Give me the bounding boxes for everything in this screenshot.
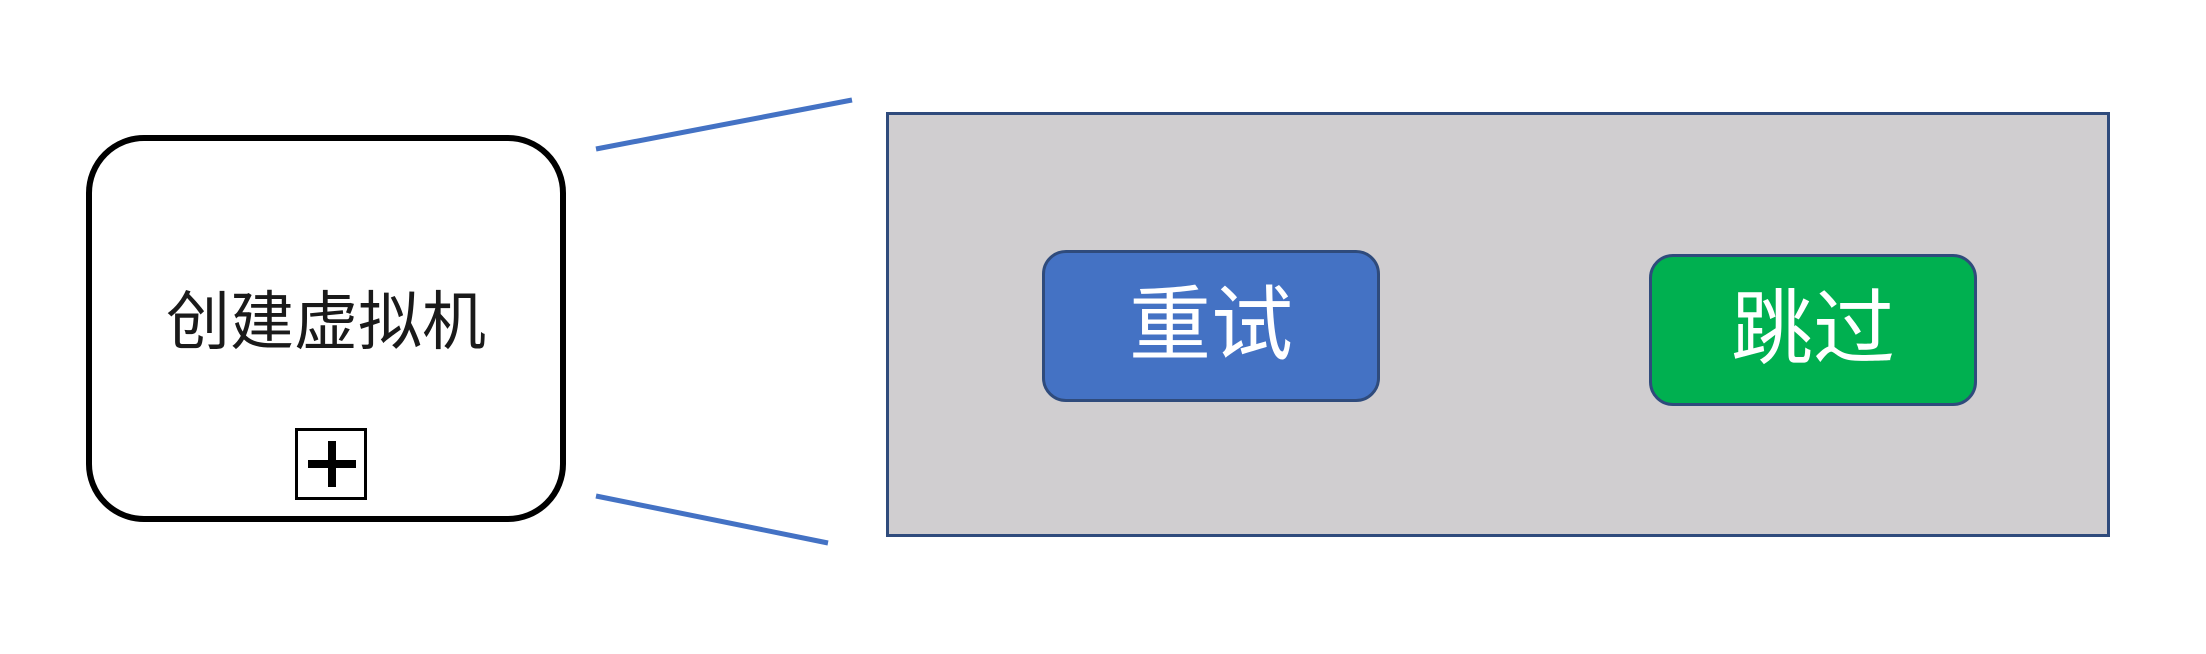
upper-connector-line	[595, 97, 853, 152]
task-label: 创建虚拟机	[166, 286, 486, 360]
skip-button[interactable]: 跳过	[1649, 254, 1977, 406]
retry-button[interactable]: 重试	[1042, 250, 1380, 402]
plus-in-square-icon[interactable]	[295, 428, 367, 500]
expanded-detail-panel: 重试 跳过	[886, 112, 2110, 537]
plus-icon	[308, 441, 356, 487]
lower-connector-line	[595, 493, 829, 546]
subprocess-task-box[interactable]: 创建虚拟机	[86, 135, 566, 522]
